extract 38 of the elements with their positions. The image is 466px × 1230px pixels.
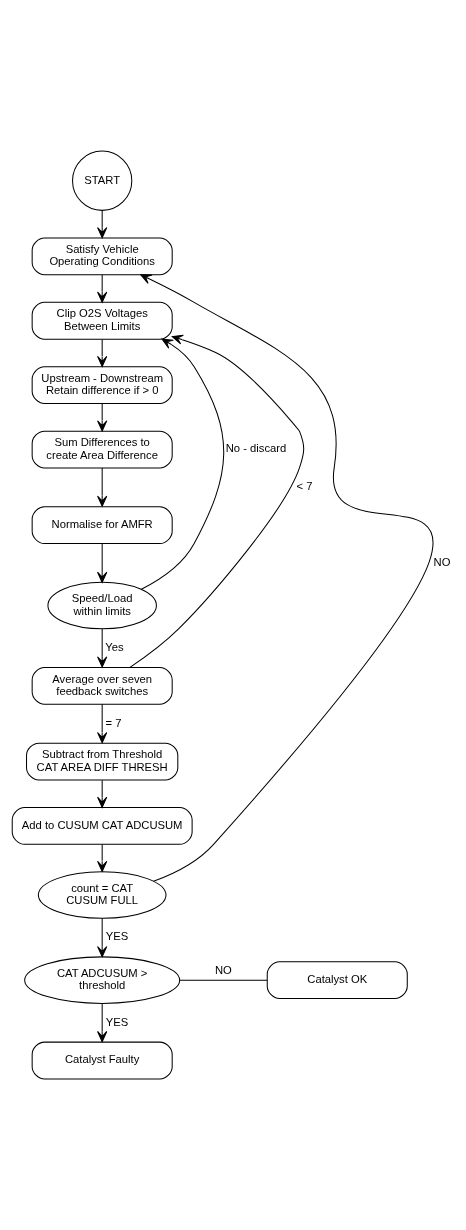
edge-label: No - discard [225,442,287,455]
arrow [97,209,108,239]
arrow [97,628,108,668]
arrow [129,334,305,668]
arrow [97,1002,108,1043]
arrow [140,274,434,882]
node-ellipse: count = CAT CUSUM FULL [37,871,167,919]
node-box: Clip O2S Voltages Between Limits [31,301,173,340]
edge-label: Yes [105,640,124,653]
arrow [97,917,108,958]
node-box: Average over seven feedback switches [31,667,173,705]
arrow [97,403,108,432]
arrow [97,467,108,507]
node-box: Sum Differences to create Area Difference [31,430,173,469]
edge-label: NO [214,963,232,976]
node-box: Subtract from Threshold CAT AREA DIFF THRESH [26,742,179,781]
edge-label: YES [105,930,129,943]
edge-label: NO [433,555,451,568]
connector [179,979,268,981]
node-box: Upstream - Downstream Retain difference if > 0 [31,366,173,405]
arrow [97,844,108,872]
node-box: Add to CUSUM CAT ADCUSUM [11,807,193,845]
node-box: Satisfy Vehicle Operating Conditions [31,237,173,276]
node-ellipse: Speed/Load within limits [47,581,157,630]
node-ellipse: CAT ADCUSUM > threshold [24,956,181,1004]
arrow [97,779,108,808]
edge-label: YES [105,1015,129,1028]
arrow [97,274,108,303]
arrow [97,703,108,744]
arrow [97,338,108,368]
node-circle: START [72,150,133,211]
node-box: Catalyst OK [266,961,408,1000]
edge-label: = 7 [105,716,122,729]
node-box: Normalise for AMFR [31,506,173,545]
arrow [97,543,108,583]
node-box: Catalyst Faulty [31,1041,173,1080]
arrow [140,338,225,590]
edge-label: < 7 [296,480,313,493]
